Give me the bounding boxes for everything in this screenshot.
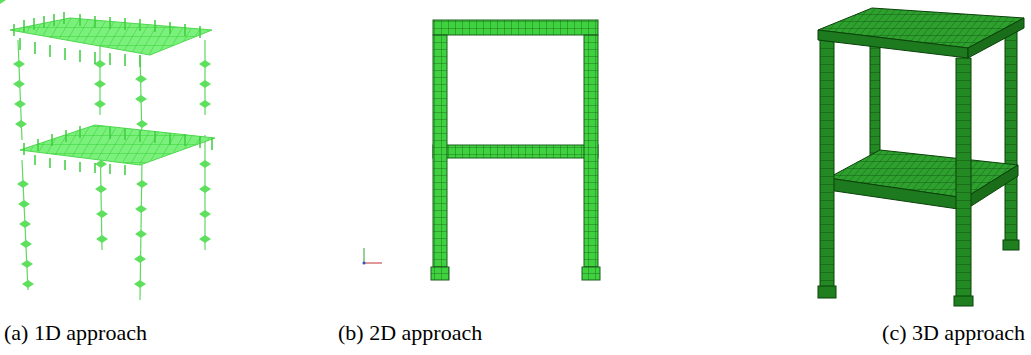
- sub-caption: (a) 1D approach: [4, 322, 147, 344]
- footing-right: [582, 267, 600, 280]
- beam-top: [433, 20, 598, 35]
- sub-caption: (c) 3D approach: [882, 322, 1025, 344]
- node-markers: [0, 0, 6, 4]
- sub-caption: (b) 2D approach: [338, 322, 482, 344]
- model-3d: [818, 8, 1024, 306]
- column-markers: [13, 60, 211, 288]
- model-1d: [0, 0, 215, 300]
- column-front-right: [956, 58, 971, 300]
- beam-columns: [18, 40, 205, 300]
- axis-triad: [363, 248, 383, 265]
- slab-top: [10, 18, 212, 55]
- beam-middle: [433, 145, 598, 158]
- column-right: [584, 35, 598, 267]
- column-back-right: [1005, 25, 1017, 245]
- slab-ticks: [14, 12, 212, 175]
- footing-left: [431, 267, 449, 280]
- model-2d: [363, 20, 601, 280]
- column-front-left: [820, 40, 834, 290]
- column-left: [433, 35, 447, 267]
